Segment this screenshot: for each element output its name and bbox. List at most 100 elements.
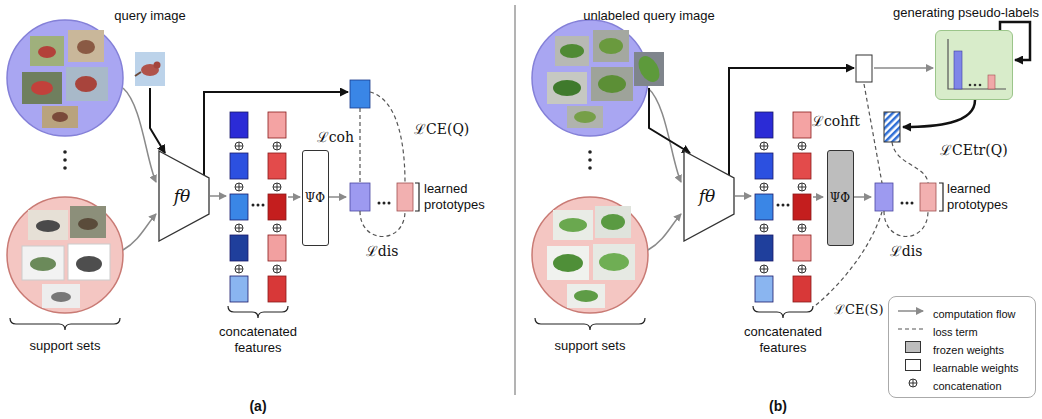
computation-arrow — [288, 196, 300, 198]
computation-arrow — [903, 100, 975, 127]
support-set-circle-part — [22, 246, 64, 280]
loss-label: ℒdis — [890, 243, 923, 260]
feature-column-part — [755, 112, 773, 138]
support-set-circle-part — [560, 44, 584, 58]
support-set-circle-part — [601, 214, 625, 230]
feature-column-part — [793, 112, 811, 138]
ellipsis-part — [782, 204, 785, 207]
feature-column-part — [793, 194, 811, 220]
ellipsis-part — [911, 202, 914, 205]
ellipsis-part — [901, 202, 904, 205]
support-set-circle-part — [591, 67, 633, 101]
legend-text: loss term — [933, 326, 978, 339]
loss-line — [864, 84, 882, 183]
prototype — [397, 183, 413, 211]
loss-label: ℒdis — [366, 243, 399, 260]
prototype-label: learned prototypes — [947, 181, 1031, 212]
legend-text: computation flow — [933, 308, 1016, 321]
ellipsis-part — [383, 202, 386, 205]
query-image-part — [135, 72, 141, 76]
vertical-ellipsis-part — [63, 166, 67, 170]
feature-column-part — [230, 235, 248, 261]
support-set-circle-part — [75, 76, 97, 92]
image-caption: unlabeled query image — [583, 8, 715, 24]
legend-dash — [898, 328, 925, 329]
concat-symbols-part — [235, 265, 243, 273]
query-image — [135, 52, 165, 86]
support-set-circle-part — [553, 210, 593, 240]
concat-symbols-part — [798, 224, 806, 232]
support-set-circle-part — [7, 197, 123, 313]
encoder-trapezoid: fθ — [158, 150, 210, 242]
brace — [535, 318, 645, 330]
concat-symbols-part — [273, 183, 281, 191]
loss-line — [360, 211, 405, 237]
ellipsis-part — [777, 204, 780, 207]
feature-column-part — [268, 276, 286, 302]
support-set-circle-part — [593, 30, 629, 62]
concat-symbols-part — [760, 142, 768, 150]
label-holder: concatenated features — [212, 324, 304, 356]
support-set-circle-part — [547, 246, 589, 280]
concat-symbols-part — [235, 183, 243, 191]
support-set-circle-part — [532, 197, 648, 313]
label-holder: ℒCE(Q) — [414, 120, 469, 138]
chart-dot — [974, 84, 977, 87]
legend-text-holder: concatenation — [933, 376, 1002, 394]
ellipsis — [378, 202, 391, 205]
support-set-circle-part — [70, 206, 106, 238]
chart-bar — [988, 75, 995, 89]
node-label: ΨΦ — [305, 191, 325, 205]
computation-arrow — [648, 88, 681, 182]
legend-row: computation flow — [889, 303, 1035, 319]
support-set-circle-part — [553, 254, 583, 272]
support-set-circle-part — [574, 111, 596, 123]
encoder-trapezoid: fθ — [683, 150, 735, 242]
ellipsis — [252, 204, 265, 207]
feature-column-part — [793, 153, 811, 179]
concat-symbols-part — [798, 142, 806, 150]
vertical-ellipsis-part — [588, 166, 592, 170]
support-set-circle — [7, 20, 123, 136]
computation-arrow — [649, 88, 690, 153]
feature-column-part — [755, 194, 773, 220]
legend-row: loss term — [889, 321, 1035, 337]
label-holder: learned prototypes — [424, 181, 508, 213]
support-set-circle-part — [42, 106, 78, 128]
label-holder: learned prototypes — [947, 181, 1031, 213]
title-holder: generating pseudo-labels — [893, 3, 1039, 21]
ellipsis-part — [906, 202, 909, 205]
support-set-circle-part — [532, 20, 648, 136]
concat-symbols-part — [760, 183, 768, 191]
support-set-circle — [532, 197, 648, 313]
legend-arrow — [898, 310, 923, 312]
ellipsis-part — [252, 204, 255, 207]
feature-column-part — [230, 276, 248, 302]
prototype — [920, 183, 936, 211]
loss-line — [884, 211, 928, 237]
prototype — [875, 183, 893, 211]
support-set-circle — [7, 197, 123, 313]
label-holder: concatenated features — [737, 324, 829, 356]
computation-arrow — [648, 214, 681, 250]
panel-label: (b) — [769, 398, 787, 415]
label-holder: (b) — [769, 397, 787, 415]
label-holder: unlabeled query image — [583, 6, 715, 24]
legend-box: computation flowloss termfrozen weightsl… — [888, 296, 1036, 398]
support-set-circle-part — [22, 72, 62, 104]
support-set-circle-part — [567, 106, 603, 128]
ellipsis-part — [388, 202, 391, 205]
computation-arrow — [210, 195, 226, 197]
vertical-ellipsis-part — [588, 158, 592, 162]
support-set-circle-part — [76, 256, 102, 272]
legend-sample — [897, 322, 927, 336]
support-set-circle-part — [547, 72, 587, 104]
legend-sample — [897, 376, 927, 390]
node-label: fθ — [699, 186, 720, 206]
legend-text-holder: computation flow — [933, 304, 1016, 322]
learnable-module-box: ΨΦ — [302, 150, 329, 246]
loss-line — [370, 92, 405, 183]
label-holder: ℒCEtr(Q) — [940, 141, 1008, 159]
support-set-circle-part — [593, 244, 635, 280]
legend-text-holder: learnable weights — [933, 358, 1019, 376]
